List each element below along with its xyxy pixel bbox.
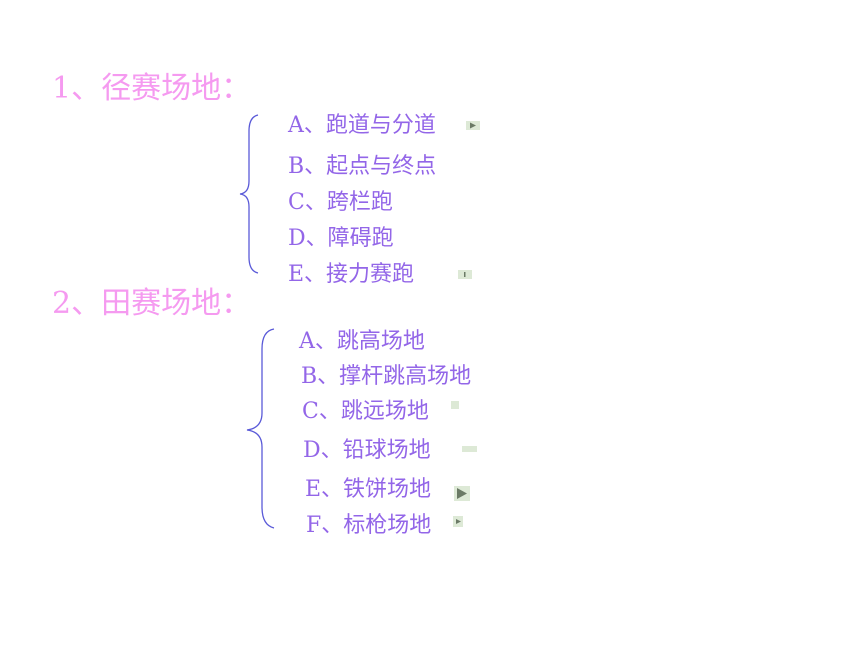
play-button-icon[interactable] xyxy=(454,486,470,501)
play-marker-icon[interactable] xyxy=(466,121,480,130)
section-2-brace xyxy=(246,328,275,529)
track-item-b: B、起点与终点 xyxy=(288,154,437,179)
bar-marker-icon[interactable] xyxy=(462,446,477,452)
sound-marker-icon[interactable] xyxy=(458,270,472,279)
section-1-brace xyxy=(239,114,259,274)
field-item-b: B、撑杆跳高场地 xyxy=(301,364,472,389)
field-item-e: E、铁饼场地 xyxy=(305,477,432,502)
track-item-c: C、跨栏跑 xyxy=(288,190,393,215)
field-item-d: D、铅球场地 xyxy=(303,438,431,463)
track-item-d: D、障碍跑 xyxy=(288,226,394,251)
section-2-title: 2、田赛场地： xyxy=(52,286,252,321)
track-item-a: A、跑道与分道 xyxy=(288,113,436,138)
track-item-e: E、接力赛跑 xyxy=(288,262,415,287)
play-small-icon[interactable] xyxy=(453,516,463,527)
field-item-f: F、标枪场地 xyxy=(306,513,432,538)
section-1-title: 1、径赛场地： xyxy=(52,71,252,106)
field-item-a: A、跳高场地 xyxy=(299,329,425,354)
field-item-c: C、跳远场地 xyxy=(302,399,429,424)
small-marker-icon[interactable] xyxy=(451,401,459,409)
